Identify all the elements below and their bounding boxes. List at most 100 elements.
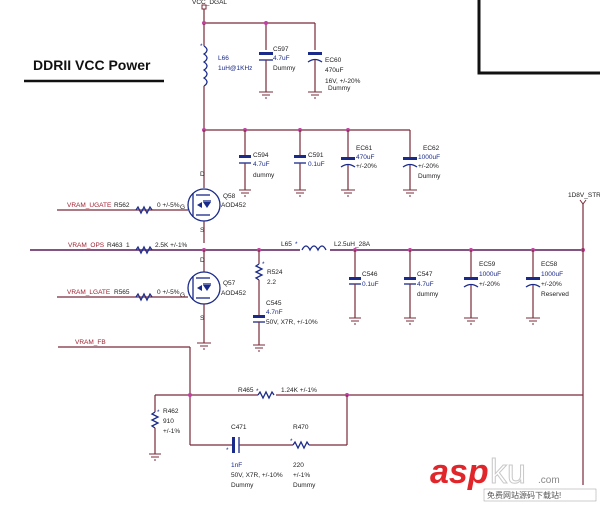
resistor-r465: * R465 1.24K +/-1%: [238, 387, 317, 401]
l66-value: 1uH@1KHz: [218, 65, 252, 72]
c546-ref: C546: [362, 271, 378, 278]
c597-note: Dummy: [273, 65, 296, 72]
snubber-r524-c545: * R524 2.2 C545 4.7nF 50V, X7R, +/-10%: [253, 250, 318, 352]
c471-ref: C471: [231, 424, 247, 431]
svg-text:*: *: [200, 43, 203, 50]
svg-text:*: *: [295, 241, 298, 248]
r462-tol: +/-1%: [163, 428, 180, 435]
ec59-tol: +/-20%: [479, 281, 500, 288]
r565-value: 0 +/-5%: [157, 289, 180, 296]
capacitor-c597: C597 4.7uF Dummy: [259, 46, 296, 99]
r465-value: 1.24K +/-1%: [281, 387, 317, 394]
ec59-ref: EC59: [479, 261, 496, 268]
ec61-ref: EC61: [356, 145, 373, 152]
q58-source-pin: S: [200, 227, 205, 234]
ec61-value: 470uF: [356, 154, 374, 161]
watermark-brand-b: ku: [490, 453, 526, 491]
ec62-value: 1000uF: [418, 154, 440, 161]
ec60-value: 470uF: [325, 67, 343, 74]
net-ops-label: VRAM_OPS: [68, 242, 105, 249]
top-rail: [202, 9, 316, 50]
net-lgate-label: VRAM_LGATE: [67, 289, 111, 296]
mosfet-q57: D S G Q57 AOD452: [180, 250, 246, 350]
svg-text:*: *: [226, 447, 229, 454]
l65-value: L2.5uH_28A: [334, 241, 371, 248]
q58-value: AOD452: [221, 202, 246, 209]
ec58-note: Reserved: [541, 291, 569, 298]
ec58-value: 1000uF: [541, 271, 563, 278]
r524-value: 2.2: [267, 279, 276, 286]
c547-note: dummy: [417, 291, 439, 298]
r463-value: 2.5K +/-1%: [155, 242, 188, 249]
c597-value: 4.7uF: [273, 55, 290, 62]
r470-value: 220: [293, 462, 304, 469]
r470-note: Dummy: [293, 482, 316, 489]
q57-drain-pin: D: [200, 257, 205, 264]
schematic-title: DDRII VCC Power: [33, 57, 151, 73]
drain-rail: [202, 128, 411, 150]
title-block-frame: [477, 0, 600, 75]
q57-ref: Q57: [223, 280, 236, 287]
net-ugate: VRAM_UGATE R562 0 +/-5%: [57, 202, 188, 215]
c591-ref: C591: [308, 152, 324, 159]
capacitor-ec61: EC61 470uF +/-20%: [340, 130, 377, 197]
ec60-rating: 16V, +/-20%: [325, 78, 361, 85]
c545-rating: 50V, X7R, +/-10%: [266, 319, 318, 326]
ec58-tol: +/-20%: [541, 281, 562, 288]
inductor-l66: * L66 1uH@1KHz: [200, 24, 252, 130]
r562-value: 0 +/-5%: [157, 202, 180, 209]
watermark-brand-a: asp: [430, 453, 489, 491]
r465-ref: R465: [238, 387, 254, 394]
ec62-tol: +/-20%: [418, 163, 439, 170]
capacitor-c594: C594 4.7uF dummy: [239, 130, 275, 197]
capacitor-c547: C547 4.7uF dummy: [404, 250, 439, 325]
r562-ref: R562: [114, 202, 130, 209]
r470-ref: R470: [293, 424, 309, 431]
net-lgate: VRAM_LGATE R565 0 +/-5%: [57, 289, 188, 302]
c547-value: 4.7uF: [417, 281, 434, 288]
q57-source-pin: S: [200, 315, 205, 322]
mosfet-q58: D S G Q58 AOD452: [180, 130, 246, 243]
net-fb: VRAM_FB: [58, 339, 583, 445]
c471-rating: 50V, X7R, +/-10%: [231, 472, 283, 479]
r565-ref: R565: [114, 289, 130, 296]
svg-text:*: *: [262, 261, 265, 268]
net-fb-label: VRAM_FB: [75, 339, 106, 346]
ec60-note: Dummy: [328, 85, 351, 92]
r462-value: 910: [163, 418, 174, 425]
c545-ref: C545: [266, 300, 282, 307]
inductor-l65: * L65 L2.5uH_28A: [281, 240, 585, 252]
r524-ref: R524: [267, 269, 283, 276]
net-output-label: 1D8V_STR: [568, 192, 600, 199]
resistor-r462: * R462 910 +/-1%: [149, 395, 180, 461]
ec61-tol: +/-20%: [356, 163, 377, 170]
c597-ref: C597: [273, 46, 289, 53]
capacitor-c591: C591 0.1uF: [294, 130, 325, 197]
c546-value: 0.1uF: [362, 281, 379, 288]
net-vcc-input-label: VCC_DGAL: [192, 0, 227, 6]
net-output: 1D8V_STR: [568, 192, 600, 485]
compensation-branch: * * C471 1nF 50V, X7R, +/-10% Dummy R470…: [190, 395, 348, 489]
r463-pin: 1: [126, 242, 130, 249]
q58-gate-pin: G: [180, 204, 185, 211]
c591-value: 0.1uF: [308, 161, 325, 168]
c547-ref: C547: [417, 271, 433, 278]
ec62-ref: EC62: [423, 145, 440, 152]
q58-ref: Q58: [223, 193, 236, 200]
capacitor-ec59: EC59 1000uF +/-20%: [463, 250, 501, 325]
watermark-tagline: 免费网站源码下载站!: [487, 490, 561, 500]
c471-note: Dummy: [231, 482, 254, 489]
watermark: asp ku .com 免费网站源码下载站!: [430, 453, 597, 502]
r463-ref: R463: [107, 242, 123, 249]
net-ugate-label: VRAM_UGATE: [67, 202, 112, 209]
c594-ref: C594: [253, 152, 269, 159]
ec60-ref: EC60: [325, 57, 342, 64]
svg-text:*: *: [256, 388, 259, 395]
q58-drain-pin: D: [200, 171, 205, 178]
svg-text:*: *: [157, 409, 160, 416]
capacitor-c546: C546 0.1uF: [349, 250, 379, 325]
r470-tol: +/-1%: [293, 472, 310, 479]
svg-text:*: *: [290, 438, 293, 445]
l66-ref: L66: [218, 55, 229, 62]
